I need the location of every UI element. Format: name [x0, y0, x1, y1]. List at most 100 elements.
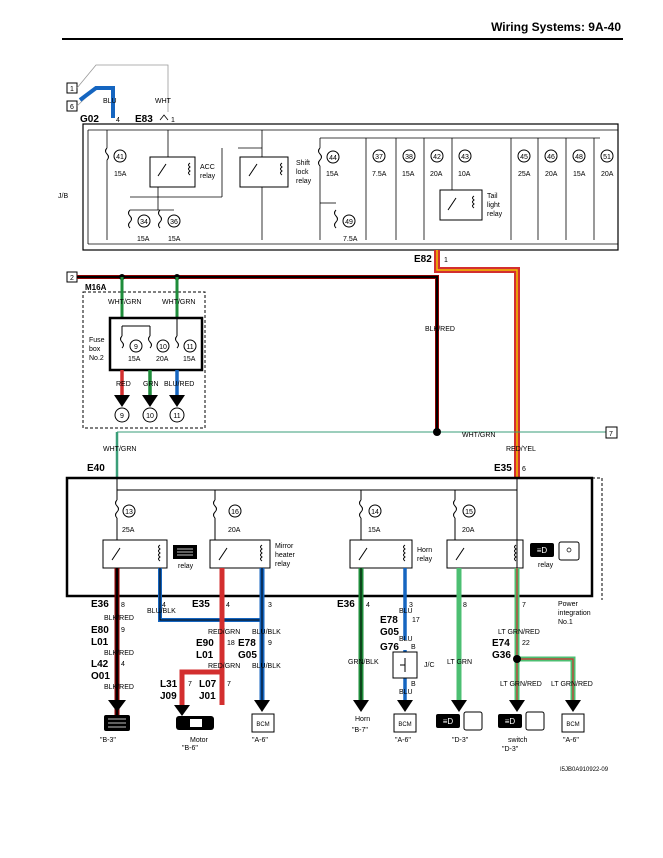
fuse-box2-label-1: Fuse	[89, 337, 105, 344]
ref-box-6-label: 6	[70, 104, 74, 111]
page-header: Wiring Systems: 9A-40	[0, 18, 663, 42]
connector-e78-b-pin: 17	[412, 617, 420, 624]
arrow-11-icon	[169, 395, 185, 407]
fuse-41	[113, 149, 127, 163]
bcm-1-label: BCM	[256, 722, 269, 728]
connector-e36-c-pin: 3	[409, 602, 413, 609]
jb-section: 1 6 BLU WHT G02 4 E83 1 J/B 41 15A ACC r…	[58, 64, 619, 251]
fuse-44-amp: 15A	[326, 171, 339, 178]
connector-l31-pin: 7	[188, 681, 192, 688]
connector-e40: E40	[87, 463, 105, 474]
connector-e82: E82	[414, 254, 432, 265]
fog-switch-icon	[498, 714, 522, 728]
pin-7-a: 4	[162, 602, 166, 609]
acc-relay-label-2: relay	[200, 173, 216, 180]
wire-label-blk-red-2: BLK/RED	[104, 650, 134, 657]
connector-e74: E74	[492, 638, 510, 649]
connector-g02-pin: 4	[116, 117, 120, 124]
tail-light-relay	[439, 189, 483, 221]
fuse-49-num: 49	[345, 219, 353, 226]
power-integration: 13 25A 16 20A 14 15A 15 20A relay	[65, 476, 603, 626]
connector-e78-a: E78	[238, 638, 256, 649]
connector-e35-top-pin: 6	[522, 466, 526, 473]
ref-a6-3: "A-6"	[563, 737, 579, 744]
light-relay	[446, 539, 524, 569]
fuse-46	[544, 149, 558, 163]
arrow-11-label: 11	[173, 413, 180, 420]
ref-box-1-label: 1	[70, 86, 74, 93]
fuse-16-amp: 20A	[228, 527, 241, 534]
svg-text:≡D: ≡D	[537, 546, 548, 555]
connector-e36-b: E36	[337, 599, 355, 610]
wire-label-lt-grn-red-1: LT GRN/RED	[498, 629, 540, 636]
tail-light-label-1: Tail	[487, 193, 498, 200]
wire-label-blk-red-mid: BLK/RED	[425, 326, 455, 333]
connector-l07-pin: 7	[227, 681, 231, 688]
junction-block-outline	[82, 123, 619, 251]
wire-label-red-grn-1: RED/GRN	[208, 629, 240, 636]
arrow-9-label: 9	[120, 413, 124, 420]
relay-a	[102, 539, 168, 569]
connector-g36: G36	[492, 650, 511, 661]
wire-label-blu-red: BLU/RED	[164, 381, 194, 388]
fuse-42-num: 42	[433, 154, 441, 161]
shift-lock-relay	[239, 156, 289, 188]
fuse-41-num: 41	[116, 154, 124, 161]
wire-label-grn-blk: GRN/BLK	[348, 659, 379, 666]
figure-id: I5JB0A910922-09	[560, 767, 609, 773]
connector-e82-pin: 1	[444, 257, 448, 264]
connector-e80-pin: 9	[121, 627, 125, 634]
fuse-38-amp: 15A	[402, 171, 415, 178]
connector-j09: J09	[160, 691, 177, 702]
connector-e83: E83	[135, 114, 153, 125]
fuse-11-amp: 15A	[183, 356, 196, 363]
fuse-36-num: 36	[170, 219, 178, 226]
connector-g05-b: G05	[380, 627, 399, 638]
ref-box-7-label: 7	[609, 431, 613, 438]
fuse-45	[517, 149, 531, 163]
fuse-51	[600, 149, 614, 163]
page-title: Wiring Systems: 9A-40	[491, 20, 621, 34]
fuse-9	[129, 339, 143, 353]
fuse-38	[402, 149, 416, 163]
wire-label-grn: GRN	[143, 381, 159, 388]
fuse-38-num: 38	[405, 154, 413, 161]
fuse-9-amp: 15A	[128, 356, 141, 363]
connector-o01: O01	[91, 671, 110, 682]
connector-e80: E80	[91, 625, 109, 636]
wire-label-lt-grn-red-2: LT GRN/RED	[500, 681, 542, 688]
ref-b6: "B-6"	[182, 745, 198, 752]
switch-label: switch	[508, 737, 528, 744]
wire-label-lt-grn-red-3: LT GRN/RED	[551, 681, 593, 688]
connector-l42-pin: 4	[121, 661, 125, 668]
fuse-box2-label-3: No.2	[89, 355, 104, 362]
fuse-45-amp: 25A	[518, 171, 531, 178]
wire-label-blu-1: BLU	[399, 608, 413, 615]
fuse-9-num: 9	[134, 344, 138, 351]
fuse-34-amp: 15A	[137, 236, 150, 243]
horn-label: Horn	[355, 716, 370, 723]
wire-label-red: RED	[116, 381, 131, 388]
mirror-relay-label-2: heater	[275, 552, 296, 559]
connector-e78-b: E78	[380, 615, 398, 626]
fuse-49	[342, 214, 356, 228]
mirror-relay-label-3: relay	[275, 561, 291, 568]
jc-label: J/C	[424, 662, 435, 669]
fuse-43-num: 43	[461, 154, 469, 161]
fuse-13	[122, 504, 136, 518]
fuse-34	[137, 214, 151, 228]
wire-label-blu-3: BLU	[399, 689, 413, 696]
header-rule	[62, 38, 623, 40]
fuse-10-amp: 20A	[156, 356, 169, 363]
wire-label-blu-2: BLU	[399, 636, 413, 643]
wire-label-blu-blk-3: BLU/BLK	[252, 663, 281, 670]
fog-light-load-icon	[436, 714, 460, 728]
fuse-43-amp: 10A	[458, 171, 471, 178]
connector-e90: E90	[196, 638, 214, 649]
connector-g76-pin1: B	[411, 644, 416, 651]
horn-relay-label-2: relay	[417, 556, 433, 563]
acc-relay	[149, 156, 196, 188]
wire-label-wht-grn-b: WHT/GRN	[162, 299, 195, 306]
relay-a-label: relay	[178, 563, 194, 570]
wire-label-wht-grn-a: WHT/GRN	[108, 299, 141, 306]
